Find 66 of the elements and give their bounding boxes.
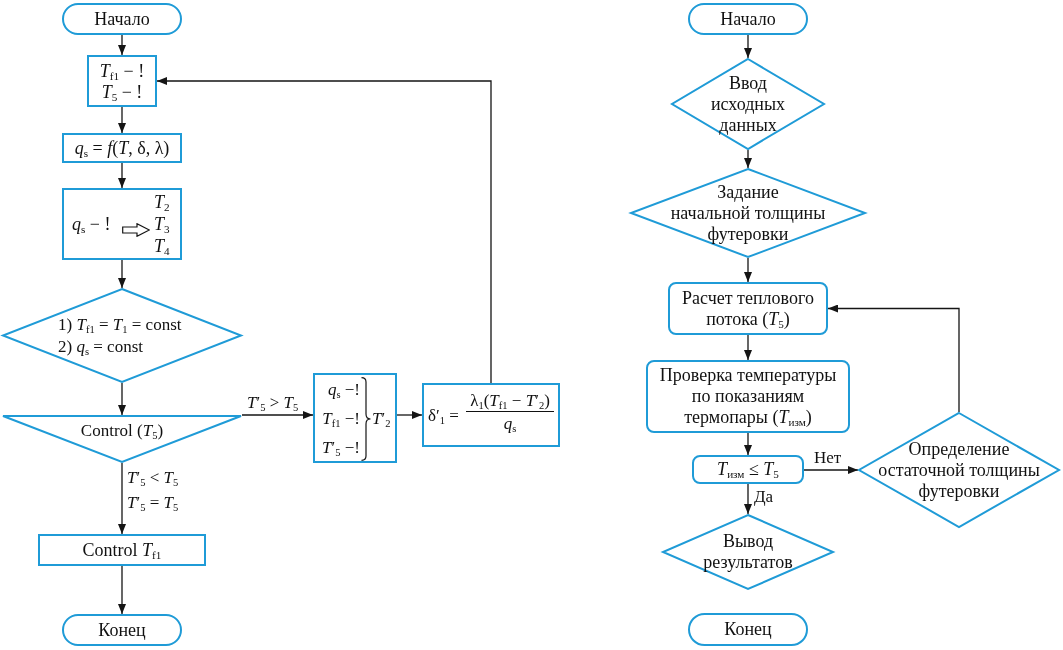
step-text: Задание начальной толщины футеровки bbox=[670, 181, 826, 245]
arrow bbox=[396, 411, 423, 419]
formula: T′$_{2}$ bbox=[372, 408, 392, 429]
arrow bbox=[744, 432, 752, 456]
control-label: Control (T$_{5}$) bbox=[79, 420, 165, 441]
decision-diamond bbox=[662, 514, 834, 590]
arrow bbox=[827, 304, 960, 413]
arrow bbox=[241, 411, 314, 419]
process-box bbox=[422, 383, 560, 447]
arrow bbox=[744, 483, 752, 515]
arrow bbox=[744, 149, 752, 169]
formula: q$_{s}$ − ! bbox=[72, 214, 112, 235]
process-box bbox=[87, 55, 157, 107]
formula: T$_{5}$ − ! bbox=[100, 82, 144, 103]
process-box bbox=[313, 373, 397, 463]
arrow bbox=[118, 106, 126, 134]
terminator-shape bbox=[688, 3, 808, 35]
step-text: Проверка температуры по показаниям термопары (T$_{изм}$) bbox=[659, 365, 837, 428]
arrow bbox=[744, 34, 752, 59]
process-box bbox=[38, 534, 206, 566]
decision-diamond bbox=[630, 168, 866, 258]
arrow bbox=[744, 334, 752, 361]
terminal-label: Конец bbox=[724, 619, 772, 640]
process-box bbox=[646, 360, 850, 433]
formula: T$_{изм}$ ≤ T$_{5}$ bbox=[717, 459, 779, 480]
arrow bbox=[744, 257, 752, 283]
arrow bbox=[118, 565, 126, 615]
process-box bbox=[62, 188, 182, 260]
arrow bbox=[118, 162, 126, 189]
formula: λ$_{1}$(T$_{f1}$ − T′$_{2}$) bbox=[466, 390, 554, 412]
control-label: Control T$_{f1}$ bbox=[82, 539, 162, 561]
arrow bbox=[118, 34, 126, 56]
terminal-label: Начало bbox=[94, 8, 150, 30]
formula: T$_{f1}$ −! bbox=[321, 408, 360, 429]
step-text: Определение остаточной толщины футеровки bbox=[878, 438, 1040, 502]
arrow bbox=[156, 77, 492, 384]
decision-diamond bbox=[2, 288, 242, 383]
formula: 2) q$_{s}$ = const bbox=[58, 336, 144, 357]
terminator-shape bbox=[62, 614, 182, 646]
formula: δ′$_{1}$ = bbox=[428, 405, 460, 426]
decision-diamond bbox=[858, 412, 1060, 528]
terminator-shape bbox=[688, 613, 808, 646]
formula: q$_{s}$ −! bbox=[326, 379, 360, 400]
process-box bbox=[692, 455, 804, 484]
process-box bbox=[668, 282, 828, 335]
formula: T$_{2}$ bbox=[154, 192, 171, 213]
terminal-label: Начало bbox=[720, 8, 776, 30]
formula: q$_{s}$ = f(T, δ, λ) bbox=[74, 137, 170, 159]
step-text: Ввод исходных данных bbox=[710, 72, 786, 136]
arrow bbox=[118, 462, 126, 535]
process-box bbox=[62, 133, 182, 163]
formula: 1) T$_{f1}$ = T$_{1}$ = const bbox=[58, 314, 183, 335]
triangle-block bbox=[2, 415, 242, 463]
decision-diamond bbox=[671, 58, 825, 150]
formula: T$_{4}$ bbox=[154, 236, 171, 257]
step-text: Вывод результатов bbox=[703, 531, 793, 573]
arrow bbox=[118, 259, 126, 289]
formula: q$_{s}$ bbox=[502, 413, 518, 434]
terminator-shape bbox=[62, 3, 182, 35]
terminal-label: Конец bbox=[98, 619, 146, 641]
formula: T′$_{5}$ −! bbox=[321, 437, 360, 458]
formula: T$_{3}$ bbox=[154, 214, 171, 235]
formula: T$_{f1}$ − ! bbox=[98, 61, 146, 82]
arrow bbox=[803, 466, 859, 474]
arrow bbox=[118, 382, 126, 416]
step-text: Расчет теплового потока (T$_{5}$) bbox=[682, 287, 814, 330]
